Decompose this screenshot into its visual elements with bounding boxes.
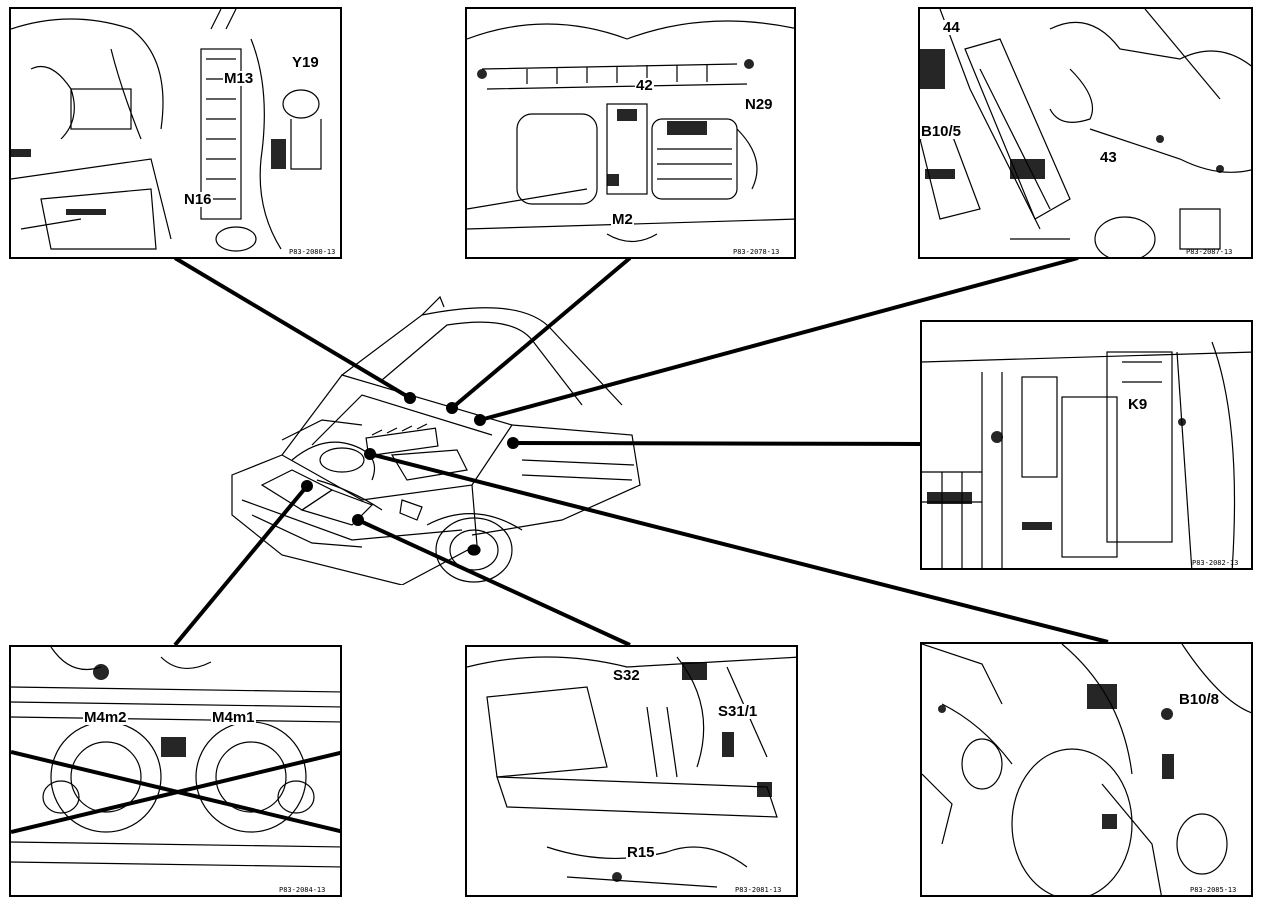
leader-line-p6 [357, 518, 631, 647]
location-dot-p2 [446, 402, 458, 414]
leader-line-p1 [173, 256, 412, 400]
part-label-m2: M2 [611, 211, 634, 228]
part-label-s32: S32 [612, 667, 641, 684]
part-label-m4m2: M4m2 [83, 709, 128, 726]
detail-panel-1: M13 Y19 N16 P83-2080-13 [9, 7, 342, 259]
part-label-b10-5: B10/5 [920, 123, 963, 140]
part-label-m13: M13 [223, 70, 255, 87]
leader-line-p2 [450, 256, 632, 410]
car-illustration [231, 295, 641, 585]
figure-code: P83-2087-13 [1186, 248, 1233, 256]
detail-panel-4: K9 P83-2082-13 [920, 320, 1253, 570]
detail-panel-3: 44 B10/5 43 P83-2087-13 [918, 7, 1253, 259]
detail-panel-2: 42 N29 M2 P83-2078-13 [465, 7, 796, 259]
part-label-42: 42 [635, 77, 654, 94]
figure-code: P83-2085-13 [1190, 886, 1237, 894]
leader-line-p3 [479, 256, 1079, 422]
panel-3-illustration [920, 9, 1251, 257]
location-dot-p1 [404, 392, 416, 404]
panel-6-illustration [467, 656, 796, 888]
leader-line-p7 [369, 452, 1109, 644]
leader-line-p5 [173, 484, 309, 647]
location-dot-p7 [364, 448, 376, 460]
detail-panel-5: M4m2 M4m1 P83-2084-13 [9, 645, 342, 897]
part-label-y19: Y19 [291, 54, 320, 71]
location-dot-p4 [507, 437, 519, 449]
panel-7-illustration [922, 644, 1251, 895]
figure-code: P83-2078-13 [733, 248, 780, 256]
figure-code: P83-2084-13 [279, 886, 326, 894]
location-dot-p6 [352, 514, 364, 526]
leader-line-p4 [512, 441, 921, 446]
figure-code: P83-2082-13 [1192, 559, 1239, 567]
part-label-44: 44 [942, 19, 961, 36]
part-label-s31-1: S31/1 [717, 703, 759, 720]
part-label-43: 43 [1099, 149, 1118, 166]
part-label-r15: R15 [626, 844, 656, 861]
part-label-m4m1: M4m1 [211, 709, 256, 726]
part-label-k9: K9 [1127, 396, 1149, 413]
location-dot-p5 [301, 480, 313, 492]
part-label-b10-8: B10/8 [1178, 691, 1221, 708]
detail-panel-7: B10/8 P83-2085-13 [920, 642, 1253, 897]
figure-code: P83-2080-13 [289, 248, 336, 256]
detail-panel-6: S32 S31/1 R15 P83-2081-13 [465, 645, 798, 897]
panel-5-illustration [11, 647, 340, 868]
part-label-n29: N29 [744, 96, 774, 113]
panel-1-illustration [11, 9, 322, 252]
part-label-n16: N16 [183, 191, 213, 208]
figure-code: P83-2081-13 [735, 886, 782, 894]
panel-4-illustration [922, 341, 1251, 568]
